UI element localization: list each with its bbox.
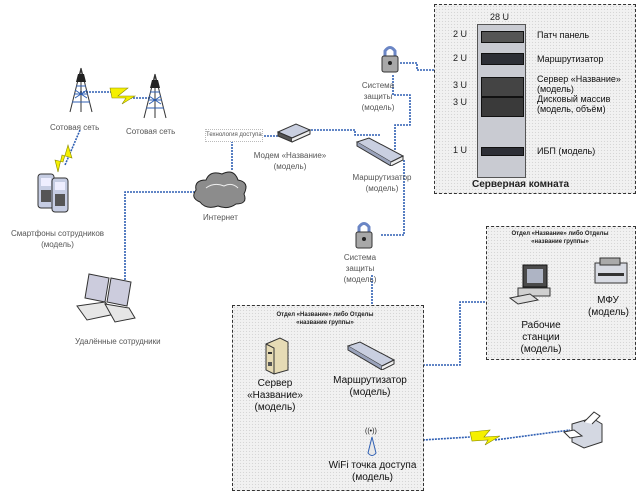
server-icon [265,337,289,375]
cell-network-label: Сотовая сеть [50,123,100,132]
cell-tower-icon [143,73,167,119]
workstation-icon [508,264,551,305]
cell-network-label: Сотовая сеть [126,127,176,136]
wireless-link-icon [109,87,137,105]
rack-unit-name: Сервер «Название» (модель) [537,74,621,94]
router-icon [346,341,396,370]
smartphone-icon [37,173,69,213]
svg-text:((•)): ((•)) [365,428,377,435]
printer-icon [562,411,603,449]
zone-header: Отдел «Название» либо Отделы «название г… [511,231,609,245]
modem-label: Модем «Название» (модель) [253,151,327,171]
access-technology-label: Технология доступа [205,129,263,142]
mfu-icon [594,257,628,284]
wifi-label: WiFi точка доступа (модель) [328,460,417,483]
remote-staff-label: Удалённые сотрудники [75,337,161,346]
wireless-link-icon [54,143,73,173]
server-room-zone [434,4,636,194]
rack-unit-name: Патч панель [537,30,590,40]
workstations-label: Рабочие станции (модель) [520,320,562,355]
wireless-link-icon [469,429,501,446]
router-icon [355,137,405,166]
cell-tower-icon [69,67,93,113]
zone-header: Отдел «Название» либо Отделы «название г… [276,312,374,326]
rack-unit-size: 2 U [453,29,468,39]
rack-unit-size: 1 U [453,145,468,155]
department-zone-2 [486,226,636,360]
rack-unit-name: Маршрутизатор [537,54,604,64]
dept-router-label: Маршрутизатор (модель) [333,375,407,398]
rack-unit-size: 3 U [453,80,468,90]
rack-unit-size: 3 U [453,97,468,107]
rack-unit-name: ИБП (модель) [537,146,596,156]
server-room-title: Серверная комната [472,179,570,190]
security-system-label: Система защиты (модель) [343,253,377,284]
department-zone-1 [232,305,424,491]
padlock-icon [355,222,373,249]
dept-server-label: Сервер «Название» (модель) [247,378,303,413]
rack-unit-size: 2 U [453,53,468,63]
internet-cloud-icon [193,171,247,209]
internet-label: Интернет [203,213,238,222]
wifi-access-point-icon: ((•)) [365,428,377,456]
rack-unit-name: Дисковый массив (модель, объём) [537,94,611,114]
modem-icon [276,123,312,143]
mfu-label: МФУ (модель) [588,295,629,318]
server-rack [477,24,526,178]
padlock-icon [381,46,399,73]
smartphones-label: Смартфоны сотрудников (модель) [10,229,105,249]
main-router-label: Маршрутизатор (модель) [352,173,412,193]
laptop-icon [76,273,136,323]
security-system-label: Система защиты (модель) [361,81,395,112]
rack-size-label: 28 U [490,12,510,22]
